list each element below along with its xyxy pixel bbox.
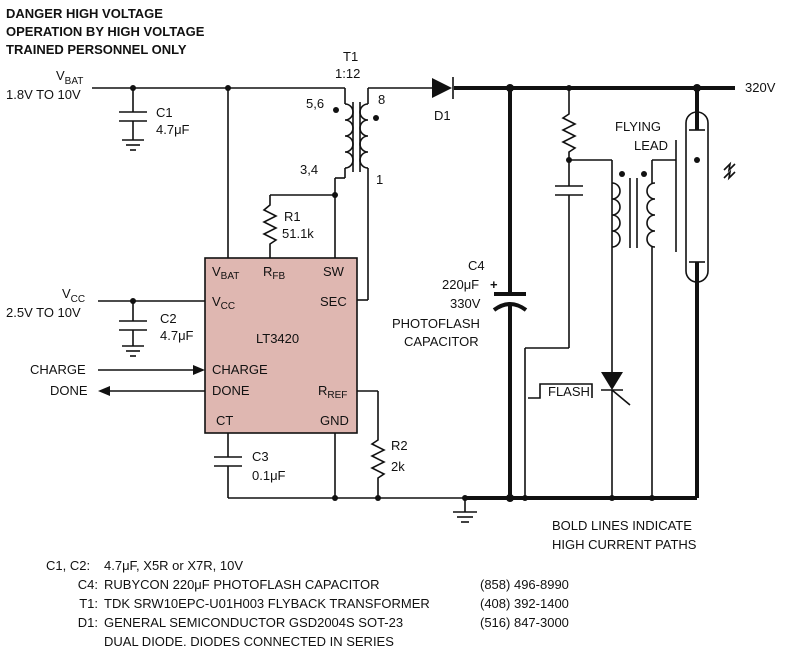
junction-dot (332, 192, 338, 198)
bom-row: T1: TDK SRW10EPC-U01H003 FLYBACK TRANSFO… (79, 596, 569, 611)
svg-text:TDK SRW10EPC-U01H003 FLYBACK T: TDK SRW10EPC-U01H003 FLYBACK TRANSFORMER (104, 596, 430, 611)
diode-d1 (368, 77, 454, 99)
capacitor-c4 (492, 88, 528, 498)
resistor-r2 (370, 391, 386, 498)
svg-text:RUBYCON 220μF PHOTOFLASH CAPAC: RUBYCON 220μF PHOTOFLASH CAPACITOR (104, 577, 380, 592)
c4-plus: + (490, 277, 498, 292)
vbat-range: 1.8V TO 10V (6, 87, 81, 102)
t1-name: T1 (343, 49, 358, 64)
svg-text:VCC: VCC (62, 286, 85, 305)
r2-value: 2k (391, 459, 405, 474)
t1-pin-34: 3,4 (300, 162, 318, 177)
capacitor-c3 (214, 433, 242, 498)
svg-text:VBAT: VBAT (56, 68, 83, 87)
c1-name: C1 (156, 105, 173, 120)
d1-name: D1 (434, 108, 451, 123)
bom-row: C1, C2: 4.7μF, X5R or X7R, 10V (46, 558, 243, 573)
flash-pulse-icon (528, 383, 593, 399)
c2-value: 4.7μF (160, 328, 194, 343)
junction-dot (375, 495, 381, 501)
t1-pin-8: 8 (378, 92, 385, 107)
c1-value: 4.7μF (156, 122, 190, 137)
r1-name: R1 (284, 209, 301, 224)
svg-text:(858) 496-8990: (858) 496-8990 (480, 577, 569, 592)
r2-name: R2 (391, 438, 408, 453)
ic-pin-vbat: VBAT (212, 264, 239, 282)
ic-pin-charge: CHARGE (212, 362, 268, 377)
c4-voltage: 330V (450, 296, 481, 311)
svg-text:4.7μF, X5R or X7R, 10V: 4.7μF, X5R or X7R, 10V (104, 558, 243, 573)
ic-part-name: LT3420 (256, 331, 299, 346)
charge-arrow (98, 365, 205, 375)
bold-lines-note-1: BOLD LINES INDICATE (552, 518, 692, 533)
c4-desc-1: PHOTOFLASH (392, 316, 480, 331)
c3-value: 0.1μF (252, 468, 286, 483)
ic-pin-done: DONE (212, 383, 250, 398)
flying-lead-label-2: LEAD (634, 138, 668, 153)
c3-name: C3 (252, 449, 269, 464)
bom-row: D1: GENERAL SEMICONDUCTOR GSD2004S SOT-2… (78, 615, 569, 630)
svg-text:T1:: T1: (79, 596, 98, 611)
r1-value: 51.1k (282, 226, 314, 241)
svg-text:(516) 847-3000: (516) 847-3000 (480, 615, 569, 630)
vcc-range: 2.5V TO 10V (6, 305, 81, 320)
t1-pin-1: 1 (376, 172, 383, 187)
bom-row: C4: RUBYCON 220μF PHOTOFLASH CAPACITOR (… (78, 577, 569, 592)
flash-label: FLASH (548, 384, 590, 399)
ground-symbol (453, 498, 477, 523)
warning-line-2: OPERATION BY HIGH VOLTAGE (6, 24, 205, 39)
bom-row: DUAL DIODE. DIODES CONNECTED IN SERIES (104, 634, 394, 649)
ic-pin-rfb: RFB (263, 264, 285, 282)
warning-line-3: TRAINED PERSONNEL ONLY (6, 42, 187, 57)
ic-pin-vcc: VCC (212, 294, 235, 312)
svg-text:C4:: C4: (78, 577, 98, 592)
resistor-r1 (262, 195, 278, 258)
ic-pin-sec: SEC (320, 294, 347, 309)
bom-list: C1, C2: 4.7μF, X5R or X7R, 10V C4: RUBYC… (46, 558, 569, 649)
ic-pin-rref: RREF (318, 383, 347, 401)
done-label: DONE (50, 383, 88, 398)
scr-flash-trigger (601, 160, 631, 498)
resistor-trigger (561, 88, 577, 186)
capacitor-c2 (119, 301, 147, 357)
vbat-label: VBAT (56, 68, 83, 87)
svg-text:GENERAL SEMICONDUCTOR GSD2004S: GENERAL SEMICONDUCTOR GSD2004S SOT-23 (104, 615, 403, 630)
c2-name: C2 (160, 311, 177, 326)
flash-tube (675, 88, 709, 498)
output-voltage: 320V (745, 80, 776, 95)
bold-lines-note-2: HIGH CURRENT PATHS (552, 537, 697, 552)
capacitor-trigger (524, 185, 583, 498)
svg-text:(408) 392-1400: (408) 392-1400 (480, 596, 569, 611)
svg-text:C1, C2:: C1, C2: (46, 558, 90, 573)
vcc-label: VCC (62, 286, 85, 305)
c4-name: C4 (468, 258, 485, 273)
c4-value: 220μF (442, 277, 479, 292)
ic-pin-gnd: GND (320, 413, 349, 428)
charge-label: CHARGE (30, 362, 86, 377)
done-arrow (98, 386, 205, 396)
t1-pin-56: 5,6 (306, 96, 324, 111)
ic-pin-ct: CT (216, 413, 233, 428)
transformer-t1 (333, 88, 379, 300)
junction-dot (332, 495, 338, 501)
light-emission-icon (723, 161, 736, 181)
ic-pin-sw: SW (323, 264, 345, 279)
t1-ratio: 1:12 (335, 66, 360, 81)
svg-text:DUAL DIODE. DIODES CONNECTED I: DUAL DIODE. DIODES CONNECTED IN SERIES (104, 634, 394, 649)
c4-desc-2: CAPACITOR (404, 334, 479, 349)
trigger-transformer (611, 159, 676, 498)
capacitor-c1 (119, 88, 147, 151)
warning-line-1: DANGER HIGH VOLTAGE (6, 6, 163, 21)
flying-lead-label-1: FLYING (615, 119, 661, 134)
ic-lt3420 (204, 257, 358, 434)
svg-text:D1:: D1: (78, 615, 98, 630)
